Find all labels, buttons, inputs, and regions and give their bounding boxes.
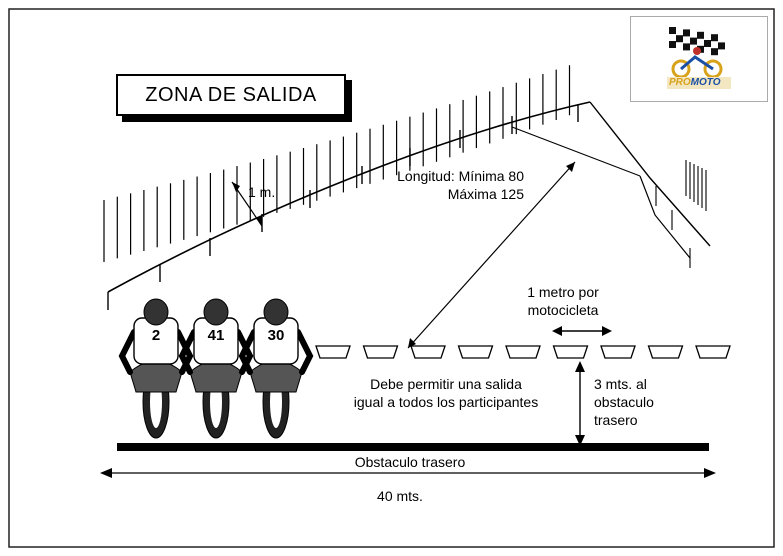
length-label-min: Longitud: Mínima 80 bbox=[397, 168, 524, 184]
logo-text-b: MOTO bbox=[690, 77, 721, 88]
start-gate bbox=[600, 345, 636, 359]
logo-checker-square bbox=[690, 37, 697, 45]
length-arrow bbox=[407, 161, 576, 349]
length-guide-line bbox=[511, 126, 641, 177]
rider-helmet bbox=[203, 298, 229, 326]
start-gate bbox=[457, 345, 494, 359]
rider: 30 bbox=[238, 298, 314, 439]
logo-checker-square bbox=[711, 34, 718, 42]
logo-icon bbox=[667, 27, 731, 89]
rider-arm bbox=[238, 329, 257, 375]
rider-bike bbox=[249, 360, 303, 393]
logo-checker-square bbox=[669, 41, 676, 48]
rear-obstacle-label: Obstaculo trasero bbox=[354, 454, 466, 470]
rider-bike bbox=[129, 360, 183, 393]
rear-distance-label-1: 3 mts. al bbox=[594, 376, 647, 392]
start-gate bbox=[695, 345, 731, 359]
logo-checker-square bbox=[718, 42, 725, 50]
riders-group: 2 41 30 bbox=[118, 298, 314, 439]
rider-number: 2 bbox=[152, 327, 160, 344]
start-gate bbox=[315, 345, 351, 359]
logo-checker-square bbox=[711, 48, 718, 56]
per-bike-label-2: motocicleta bbox=[527, 302, 599, 318]
start-gate bbox=[410, 345, 446, 359]
total-width-label: 40 mts. bbox=[377, 488, 423, 504]
start-gate bbox=[505, 345, 541, 359]
start-gates bbox=[315, 345, 731, 359]
start-gate bbox=[362, 345, 399, 359]
track-turn-inner-line bbox=[639, 175, 691, 259]
rear-distance-label-3: trasero bbox=[594, 412, 638, 428]
start-gate bbox=[647, 345, 684, 359]
logo: PROMOTO bbox=[630, 16, 768, 102]
per-bike-label-1: 1 metro por bbox=[527, 284, 599, 300]
logo-checker-square bbox=[704, 40, 711, 47]
rider: 41 bbox=[178, 298, 254, 439]
rider-number: 41 bbox=[208, 327, 225, 344]
logo-checker-square bbox=[683, 43, 690, 51]
logo-checker-square bbox=[676, 35, 683, 43]
fairness-label-2: igual a todos los participantes bbox=[353, 394, 539, 410]
rider-helmet bbox=[143, 298, 169, 326]
rider: 2 bbox=[118, 298, 194, 439]
rear-obstacle-bar bbox=[117, 443, 709, 451]
rider-arm bbox=[295, 329, 314, 375]
right-fence-posts bbox=[655, 160, 707, 268]
logo-checker-square bbox=[683, 29, 690, 37]
fairness-label-1: Debe permitir una salida bbox=[370, 376, 522, 392]
length-label-max: Máxima 125 bbox=[447, 186, 524, 202]
start-gate bbox=[552, 345, 589, 359]
logo-checker-square bbox=[697, 31, 704, 39]
diagram-frame bbox=[8, 8, 775, 548]
rider-number: 30 bbox=[268, 327, 285, 344]
one-meter-label: 1 m. bbox=[248, 184, 276, 200]
track-edge-line bbox=[107, 101, 591, 293]
rider-arm bbox=[178, 329, 197, 375]
zone-title: ZONA DE SALIDA bbox=[116, 74, 346, 116]
logo-text-a: PRO bbox=[669, 77, 691, 88]
rear-distance-label-2: obstaculo bbox=[594, 394, 654, 410]
rider-arm bbox=[118, 329, 137, 375]
rider-helmet bbox=[263, 298, 289, 326]
fence-posts bbox=[103, 65, 571, 262]
rider-bike bbox=[189, 360, 243, 393]
track-marker-posts bbox=[107, 104, 579, 310]
track-turn-line bbox=[589, 101, 711, 247]
logo-checker-square bbox=[669, 27, 676, 34]
